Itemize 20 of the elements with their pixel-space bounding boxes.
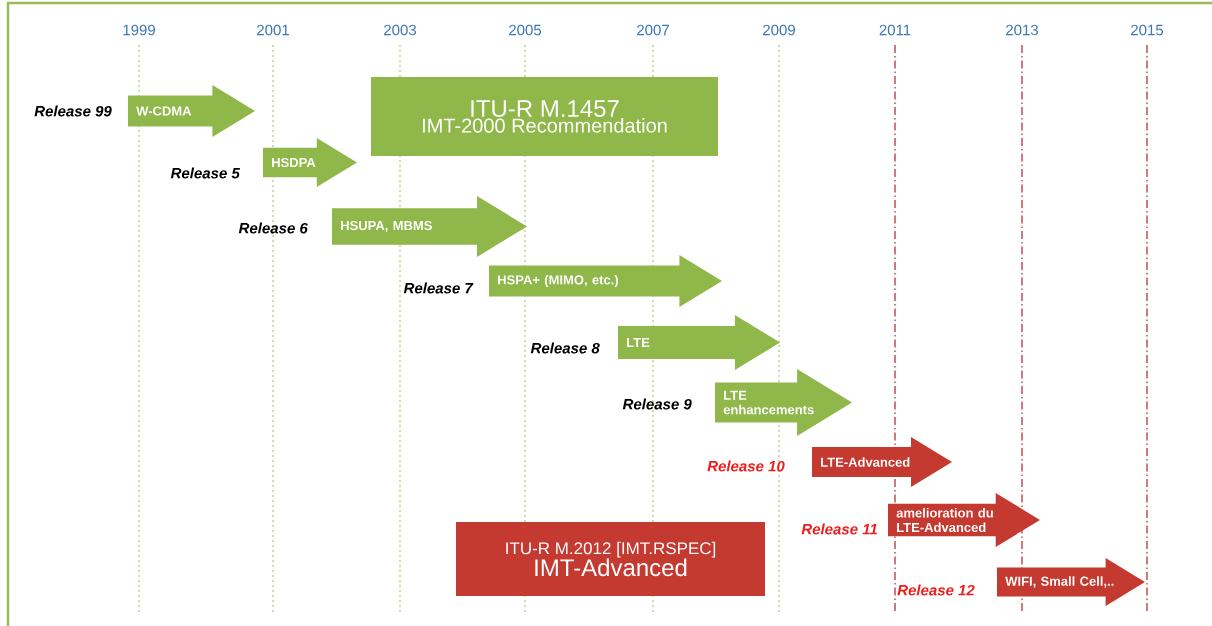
year-label: 2013 (1006, 24, 1038, 36)
release-label: Release 5 (170, 167, 240, 179)
year-label: 2015 (1131, 24, 1164, 36)
release-label: Release 8 (530, 342, 600, 354)
release-label: Release 9 (622, 398, 692, 410)
release-label: Release 6 (238, 222, 308, 234)
release-label: Release 7 (403, 282, 474, 294)
year-label: 2003 (384, 24, 417, 36)
release-label: Release 12 (897, 584, 975, 596)
release-label: Release 11 (801, 523, 877, 535)
year-label: 1999 (123, 24, 155, 36)
year-label: 2009 (763, 24, 795, 36)
year-label: 2001 (257, 24, 289, 36)
recommendation-box: ITU-R M.1457 IMT-2000 Recommendation (371, 77, 718, 156)
year-label: 2011 (879, 24, 911, 36)
year-label: 2005 (509, 24, 542, 36)
release-label: Release 10 (707, 460, 785, 472)
year-label: 2007 (637, 24, 669, 36)
recommendation-box: ITU-R M.2012 [IMT.RSPEC] IMT-Advanced (456, 522, 765, 596)
release-label: Release 99 (34, 105, 112, 117)
